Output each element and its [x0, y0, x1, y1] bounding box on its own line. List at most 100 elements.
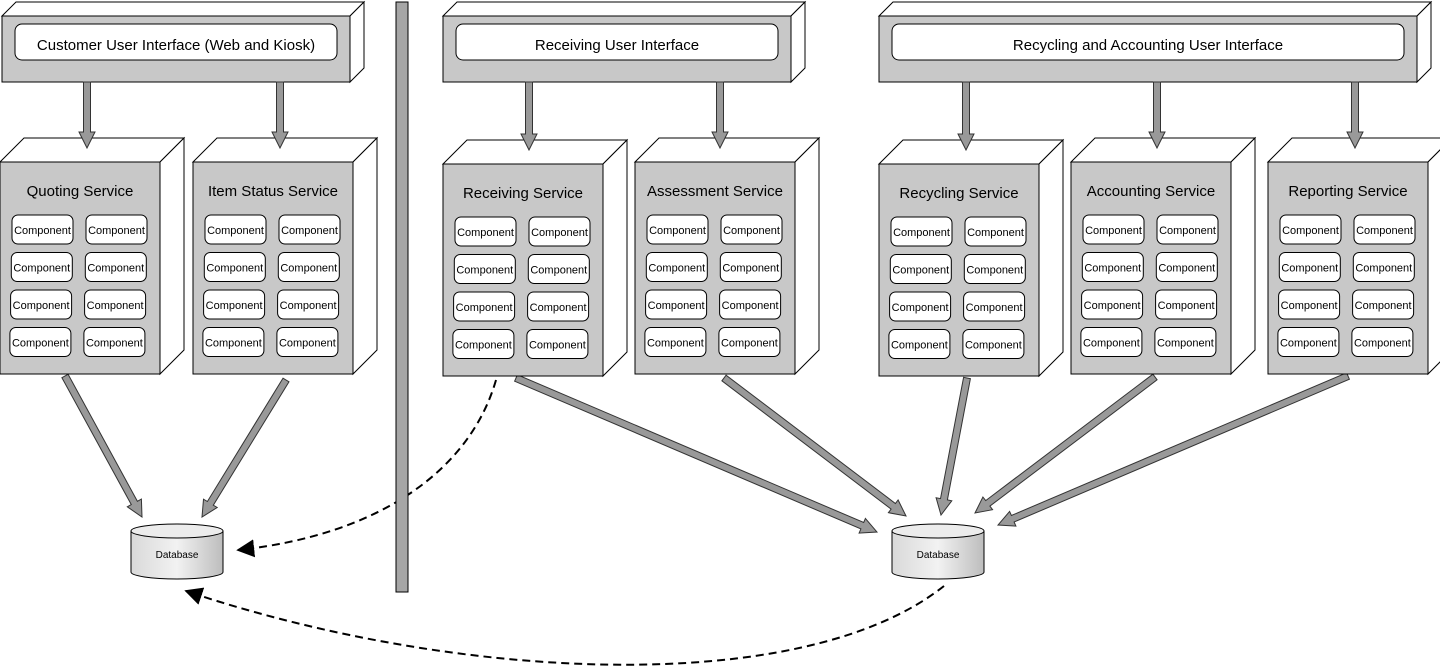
dashed-arrow-receiving-to-left-database: [236, 379, 497, 558]
component-box: Component: [962, 329, 1025, 359]
component-box: Component: [527, 291, 590, 322]
database-label: Database: [156, 550, 199, 561]
ui-to-service-arrow: [711, 81, 729, 150]
component-box: Component: [889, 254, 952, 284]
component-label: Component: [1158, 263, 1215, 275]
dashed-connections: [184, 379, 945, 666]
component-box: Component: [644, 327, 707, 357]
service-to-database-arrow: [974, 373, 1158, 514]
component-label: Component: [529, 340, 586, 352]
component-box: Component: [718, 327, 781, 357]
dashed-arrow-right-database-to-left-database: [184, 585, 945, 666]
component-label: Component: [891, 340, 948, 352]
component-label: Component: [281, 225, 338, 237]
component-label: Component: [1281, 300, 1338, 312]
component-box: Component: [278, 214, 341, 245]
component-box: Component: [84, 252, 147, 282]
database-left[interactable]: Database: [130, 523, 224, 580]
component-label: Component: [1356, 225, 1413, 237]
service-title: Reporting Service: [1288, 183, 1407, 200]
component-label: Component: [530, 302, 587, 314]
component-label: Component: [1157, 338, 1214, 350]
component-label: Component: [1355, 300, 1412, 312]
component-box: Component: [277, 252, 340, 282]
component-box: Component: [203, 289, 266, 320]
component-box: Component: [646, 214, 709, 245]
component-box: Component: [453, 291, 516, 322]
component-label: Component: [1083, 338, 1140, 350]
ui-label: Customer User Interface (Web and Kiosk): [37, 37, 315, 54]
component-box: Component: [1279, 214, 1342, 245]
service-to-database-arrow: [201, 377, 290, 518]
component-label: Component: [721, 338, 778, 350]
component-box: Component: [276, 327, 339, 357]
component-label: Component: [1084, 300, 1141, 312]
component-label: Component: [456, 265, 513, 277]
component-label: Component: [1355, 263, 1412, 275]
component-box: Component: [1352, 289, 1415, 320]
component-box: Component: [452, 329, 515, 359]
component-box: Component: [1082, 214, 1145, 245]
component-label: Component: [87, 263, 144, 275]
component-label: Component: [892, 265, 949, 277]
component-box: Component: [1081, 289, 1144, 320]
component-label: Component: [649, 225, 706, 237]
component-box: Component: [1081, 252, 1144, 282]
component-box: Component: [202, 327, 265, 357]
component-label: Component: [14, 225, 71, 237]
component-box: Component: [9, 327, 72, 357]
component-box: Component: [1080, 327, 1143, 357]
component-box: Component: [1278, 252, 1341, 282]
component-label: Component: [87, 300, 144, 312]
component-box: Component: [83, 327, 146, 357]
component-box: Component: [10, 252, 73, 282]
component-box: Component: [203, 252, 266, 282]
component-box: Component: [890, 216, 953, 247]
database-right[interactable]: Database: [891, 523, 985, 580]
component-label: Component: [966, 265, 1023, 277]
component-label: Component: [280, 300, 337, 312]
component-label: Component: [530, 265, 587, 277]
component-box: Component: [526, 329, 589, 359]
component-label: Component: [531, 227, 588, 239]
component-label: Component: [1085, 225, 1142, 237]
service-title: Assessment Service: [647, 183, 783, 200]
component-label: Component: [648, 263, 705, 275]
component-label: Component: [207, 225, 264, 237]
service-title: Item Status Service: [208, 183, 338, 200]
component-box: Component: [719, 289, 782, 320]
component-label: Component: [893, 227, 950, 239]
component-label: Component: [722, 300, 779, 312]
component-box: Component: [528, 216, 591, 247]
component-label: Component: [1158, 300, 1215, 312]
service-title: Receiving Service: [463, 185, 583, 202]
component-box: Component: [1352, 252, 1415, 282]
component-label: Component: [967, 227, 1024, 239]
service-to-database-arrow: [935, 376, 971, 517]
component-box: Component: [1155, 252, 1218, 282]
component-box: Component: [1277, 327, 1340, 357]
component-label: Component: [13, 263, 70, 275]
component-label: Component: [1354, 338, 1411, 350]
component-box: Component: [719, 252, 782, 282]
component-label: Component: [206, 263, 263, 275]
ui-to-service-arrow: [78, 81, 96, 150]
service-to-database-arrow: [513, 374, 879, 534]
component-box: Component: [964, 216, 1027, 247]
service-to-database-arrow: [721, 374, 907, 517]
component-box: Component: [453, 254, 516, 284]
component-box: Component: [277, 289, 340, 320]
component-label: Component: [1159, 225, 1216, 237]
database-label: Database: [917, 550, 960, 561]
component-label: Component: [722, 263, 779, 275]
component-label: Component: [206, 300, 263, 312]
